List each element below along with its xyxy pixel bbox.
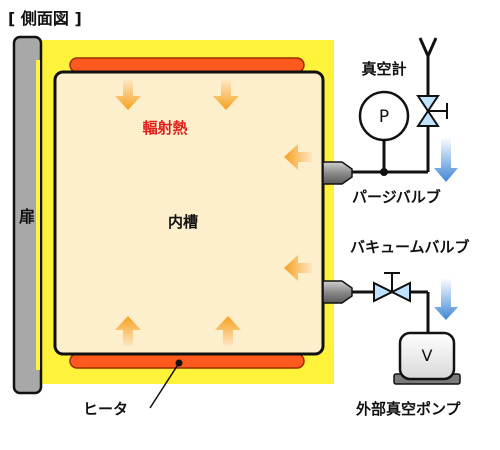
vacuum-gauge bbox=[358, 90, 410, 142]
heat-arrow-down-left bbox=[115, 80, 141, 110]
vacuum-valve bbox=[373, 272, 411, 303]
door bbox=[12, 35, 43, 395]
vacuum-gauge-label: 真空計 bbox=[361, 60, 406, 78]
door-label: 扉 bbox=[19, 207, 35, 226]
vacuum-gauge-symbol: P bbox=[379, 107, 389, 127]
radiant-heat-label: 輻射熱 bbox=[142, 119, 187, 137]
heater-element-top bbox=[69, 57, 305, 73]
heat-arrow-up-left bbox=[115, 316, 141, 346]
heat-arrow-left-lower bbox=[284, 255, 312, 281]
inner-chamber-label: 内槽 bbox=[168, 213, 198, 231]
vacuum-flow-arrow bbox=[434, 278, 458, 320]
pump-symbol: V bbox=[422, 346, 433, 365]
heat-arrow-left-upper bbox=[284, 144, 312, 170]
purge-port bbox=[322, 161, 353, 185]
heat-arrow-up-right bbox=[215, 316, 241, 346]
purge-valve bbox=[416, 95, 448, 127]
external-pump-label: 外部真空ポンプ bbox=[355, 400, 462, 418]
diagram-title: [ 側面図 ] bbox=[8, 9, 82, 28]
vacuum-line bbox=[352, 290, 430, 334]
purge-valve-label: パージバルブ bbox=[352, 188, 441, 206]
heater-label: ヒータ bbox=[83, 400, 128, 418]
vacuum-valve-label: バキュームバルブ bbox=[350, 238, 470, 256]
heat-arrow-down-right bbox=[213, 80, 239, 110]
inner-chamber bbox=[53, 70, 325, 356]
external-vacuum-pump bbox=[398, 331, 456, 381]
vacuum-port bbox=[322, 280, 353, 304]
door-stripe bbox=[36, 60, 40, 370]
purge-flow-arrow bbox=[434, 137, 458, 182]
purge-line-junction bbox=[380, 168, 388, 176]
heater-element-bottom bbox=[69, 353, 305, 369]
heater-leader-line bbox=[149, 362, 180, 409]
